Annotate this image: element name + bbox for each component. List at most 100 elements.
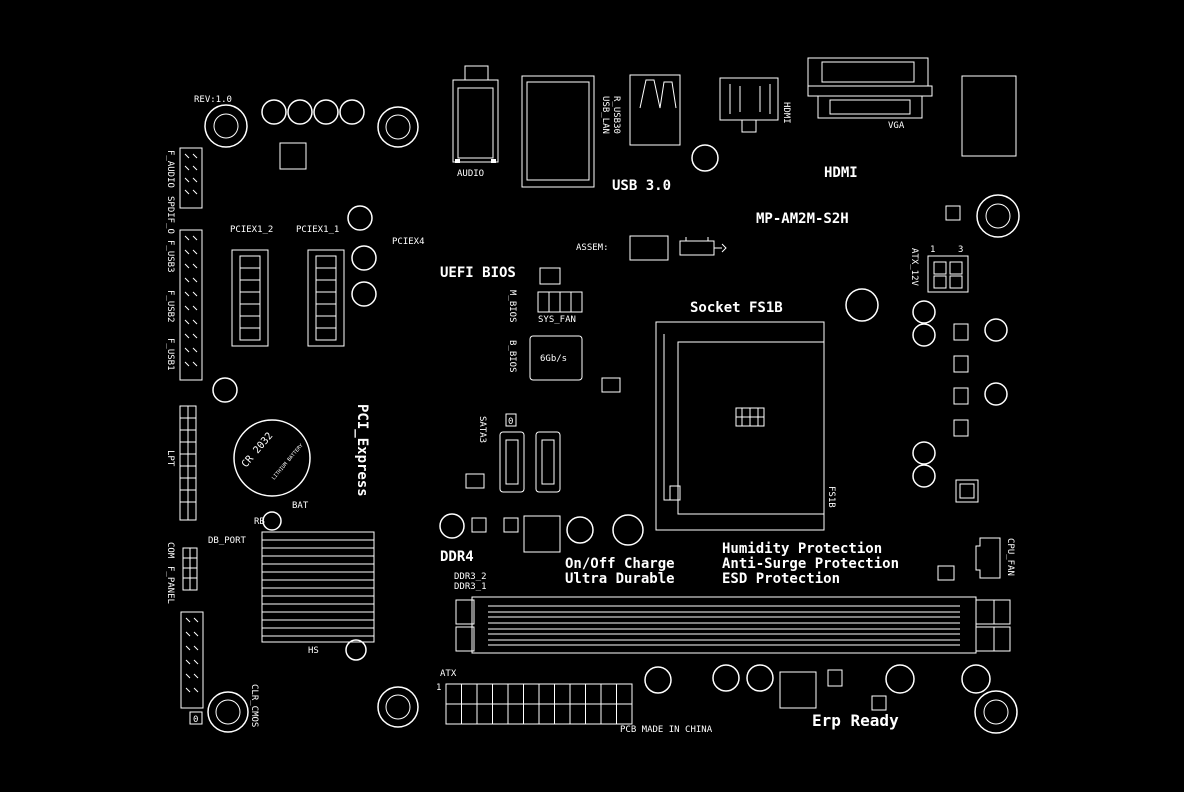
hdmi-port bbox=[719, 77, 779, 133]
sata-port-2 bbox=[535, 431, 561, 493]
pciex1-1-label: PCIEX1_1 bbox=[296, 225, 339, 235]
ddr-slots bbox=[455, 596, 1011, 654]
pciex4-label: PCIEX4 bbox=[392, 237, 425, 247]
hdmi-feature-label: HDMI bbox=[824, 165, 858, 181]
capacitor-pcie-2 bbox=[351, 245, 377, 271]
sata-speed-label: 6Gb/s bbox=[540, 354, 567, 364]
usb-lan-port bbox=[521, 75, 595, 188]
cmos-battery bbox=[233, 419, 311, 497]
charge-label-2: Ultra Durable bbox=[565, 571, 675, 587]
cpu-socket bbox=[655, 321, 825, 531]
small-ic-right-1 bbox=[945, 205, 961, 221]
atx-pin1-label: 1 bbox=[436, 683, 441, 693]
protection-label-2: Anti-Surge Protection bbox=[722, 556, 899, 572]
assem-label: ASSEM: bbox=[576, 243, 609, 253]
cpu-fan-header bbox=[975, 537, 1001, 579]
db-port-label: DB_PORT bbox=[208, 536, 247, 546]
capacitor-pcie-1 bbox=[347, 205, 373, 231]
clr-cmos-label: CLR_CMOS bbox=[249, 684, 259, 727]
sata3-label: SATA3 bbox=[477, 416, 487, 443]
vrm-ics bbox=[953, 323, 969, 437]
r-usb30-label: R_USB30 bbox=[611, 96, 621, 134]
made-in-label: PCB MADE IN CHINA bbox=[620, 725, 713, 735]
mounting-hole-bottom-right bbox=[974, 690, 1018, 734]
buzzer bbox=[679, 237, 727, 256]
protection-label-3: ESD Protection bbox=[722, 571, 840, 587]
pciex1-2-label: PCIEX1_2 bbox=[230, 225, 273, 235]
m-bios-label: M_BIOS bbox=[507, 290, 517, 323]
ddr3-1-label: DDR3_1 bbox=[454, 582, 487, 592]
f-usb1-label: F_USB1 bbox=[165, 338, 175, 371]
revision-label: REV:1.0 bbox=[194, 95, 232, 105]
sys-fan-header bbox=[537, 291, 583, 313]
mounting-hole-bottom bbox=[377, 686, 419, 728]
usb-lan-label: USB_LAN bbox=[600, 96, 610, 134]
small-ic-bottom-1 bbox=[827, 669, 843, 687]
power-chip bbox=[523, 515, 561, 553]
vrm-capacitors bbox=[912, 300, 1008, 488]
uefi-bios-label: UEFI BIOS bbox=[440, 265, 516, 281]
vga-port bbox=[807, 57, 933, 119]
small-ic-right-2 bbox=[937, 565, 955, 581]
capacitor-row bbox=[261, 99, 365, 125]
bios-chip bbox=[529, 335, 583, 381]
sata-port-1 bbox=[499, 431, 525, 493]
cpu-fan-label: CPU_FAN bbox=[1005, 538, 1015, 576]
f-panel-label: F_PANEL bbox=[165, 566, 175, 604]
f-audio-label: F_AUDIO bbox=[165, 150, 175, 188]
com-label: COM bbox=[165, 542, 175, 559]
protection-label-1: Humidity Protection bbox=[722, 541, 882, 557]
com-header bbox=[182, 547, 198, 591]
small-ic-ddr-1 bbox=[471, 517, 487, 533]
bottom-capacitors bbox=[644, 664, 991, 694]
rear-io-block bbox=[961, 75, 1017, 157]
capacitor-pcie-3 bbox=[351, 281, 377, 307]
capacitor-ddr-2 bbox=[566, 516, 594, 544]
battery-model-label: CR 2032 bbox=[240, 431, 276, 470]
b-bios-label: B_BIOS bbox=[507, 340, 517, 373]
vrm-chip bbox=[955, 479, 979, 503]
f-panel-header bbox=[180, 611, 204, 709]
socket-code-label: FS1B bbox=[826, 486, 836, 508]
mounting-hole-top bbox=[377, 106, 419, 148]
mounting-hole-cpu bbox=[845, 288, 879, 322]
atx-label: ATX bbox=[440, 669, 457, 679]
atx-24pin-connector bbox=[445, 683, 633, 725]
mounting-hole-usb bbox=[691, 144, 719, 172]
model-label: MP-AM2M-S2H bbox=[756, 211, 849, 227]
audio-jack bbox=[452, 65, 499, 163]
pciex1-1-slot bbox=[307, 249, 345, 347]
usb3-feature-label: USB 3.0 bbox=[612, 178, 671, 194]
mounting-hole-top-left bbox=[204, 104, 248, 148]
small-ic-ddr-2 bbox=[503, 517, 519, 533]
pciex1-2-slot bbox=[231, 249, 269, 347]
lpt-header bbox=[179, 405, 197, 521]
small-ic-bottom-2 bbox=[871, 695, 887, 711]
mounting-hole-right-top bbox=[976, 194, 1020, 238]
clr-cmos-jumper bbox=[189, 711, 203, 725]
f-usb2-label: F_USB2 bbox=[165, 290, 175, 323]
socket-title: Socket FS1B bbox=[690, 300, 783, 316]
hdmi-port-label: HDMI bbox=[781, 102, 791, 124]
spdif-label: SPDIF_O bbox=[165, 196, 175, 234]
pci-express-label: PCI_Express bbox=[354, 404, 370, 497]
ddr3-2-label: DDR3_2 bbox=[454, 572, 487, 582]
usb3-port bbox=[629, 74, 681, 146]
bios-chip-small bbox=[539, 267, 561, 285]
small-ic-sata bbox=[465, 473, 485, 489]
audio-label: AUDIO bbox=[457, 169, 484, 179]
mounting-hole-bottom-left bbox=[207, 691, 249, 733]
charge-label-1: On/Off Charge bbox=[565, 556, 675, 572]
capacitor-ddr-1 bbox=[439, 513, 465, 539]
erp-ready-label: Erp Ready bbox=[812, 711, 899, 730]
small-ic-center bbox=[601, 377, 621, 393]
capacitor-ddr-3 bbox=[612, 514, 644, 546]
rb-label: RB bbox=[254, 517, 265, 527]
vga-label: VGA bbox=[888, 121, 905, 131]
sata-jumper bbox=[505, 413, 517, 427]
atx-12v-pin1-label: 1 bbox=[930, 245, 935, 255]
small-chip bbox=[279, 142, 307, 170]
chipset-heatsink bbox=[261, 511, 375, 661]
bat-label: BAT bbox=[292, 501, 309, 511]
